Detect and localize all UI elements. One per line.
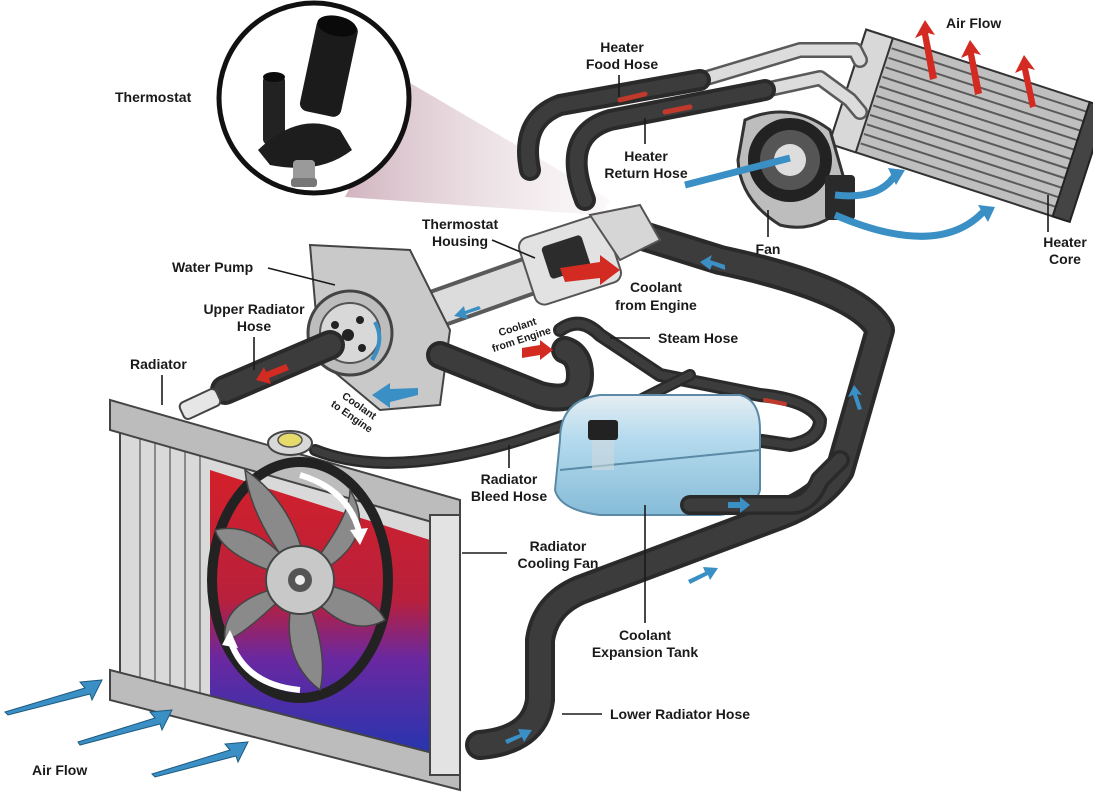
label-heater-food-hose: Heater Food Hose <box>586 39 659 97</box>
label-air-flow-top: Air Flow <box>946 15 1001 31</box>
label-heater-core: Heater Core <box>1043 195 1087 267</box>
thermostat-callout <box>216 0 412 196</box>
air-flow-bottom-arrows <box>4 679 249 778</box>
svg-text:Radiator: Radiator <box>530 538 587 554</box>
radiator-cooling-fan <box>207 457 393 703</box>
label-thermostat-housing: Thermostat Housing <box>422 216 536 259</box>
svg-text:Return Hose: Return Hose <box>604 165 687 181</box>
label-upper-radiator-hose: Upper Radiator Hose <box>203 301 305 370</box>
svg-text:Coolant: Coolant <box>630 279 682 295</box>
label-water-pump: Water Pump <box>172 259 336 286</box>
label-lower-radiator-hose: Lower Radiator Hose <box>562 706 750 722</box>
label-radiator: Radiator <box>130 356 187 405</box>
svg-text:Fan: Fan <box>756 241 781 257</box>
label-coolant-expansion-tank: Coolant Expansion Tank <box>592 505 699 660</box>
svg-text:Radiator: Radiator <box>130 356 187 372</box>
svg-text:Bleed Hose: Bleed Hose <box>471 488 547 504</box>
label-steam-hose: Steam Hose <box>610 330 738 346</box>
water-pump <box>306 243 452 412</box>
coolant-flow-arrows <box>454 255 862 744</box>
svg-text:Heater: Heater <box>1043 234 1087 250</box>
coolant-expansion-tank <box>553 394 761 516</box>
label-thermostat: Thermostat <box>115 89 192 105</box>
svg-text:Thermostat: Thermostat <box>422 216 499 232</box>
svg-text:Housing: Housing <box>432 233 488 249</box>
label-coolant-from-engine: Coolant from Engine <box>615 279 697 313</box>
svg-text:Steam Hose: Steam Hose <box>658 330 738 346</box>
callout-shade <box>345 80 610 215</box>
label-radiator-cooling-fan: Radiator Cooling Fan <box>462 538 598 571</box>
svg-text:Food Hose: Food Hose <box>586 56 659 72</box>
svg-text:Lower Radiator Hose: Lower Radiator Hose <box>610 706 750 722</box>
svg-text:Core: Core <box>1049 251 1081 267</box>
svg-text:Heater: Heater <box>624 148 668 164</box>
svg-text:Upper Radiator: Upper Radiator <box>203 301 305 317</box>
label-fan: Fan <box>756 210 781 257</box>
label-radiator-bleed-hose: Radiator Bleed Hose <box>471 445 547 504</box>
svg-text:Heater: Heater <box>600 39 644 55</box>
svg-text:Coolant: Coolant <box>619 627 671 643</box>
svg-text:from Engine: from Engine <box>615 297 697 313</box>
svg-text:Water Pump: Water Pump <box>172 259 253 275</box>
heater-fan <box>684 110 995 240</box>
label-heater-return-hose: Heater Return Hose <box>604 118 688 181</box>
air-flow-top-arrows <box>915 20 1036 108</box>
svg-text:Radiator: Radiator <box>481 471 538 487</box>
label-air-flow-bottom: Air Flow <box>32 762 87 778</box>
heater-pipes <box>692 42 868 120</box>
svg-text:Cooling Fan: Cooling Fan <box>518 555 599 571</box>
svg-text:Expansion Tank: Expansion Tank <box>592 644 699 660</box>
svg-text:Hose: Hose <box>237 318 271 334</box>
heater-core <box>827 28 1093 224</box>
